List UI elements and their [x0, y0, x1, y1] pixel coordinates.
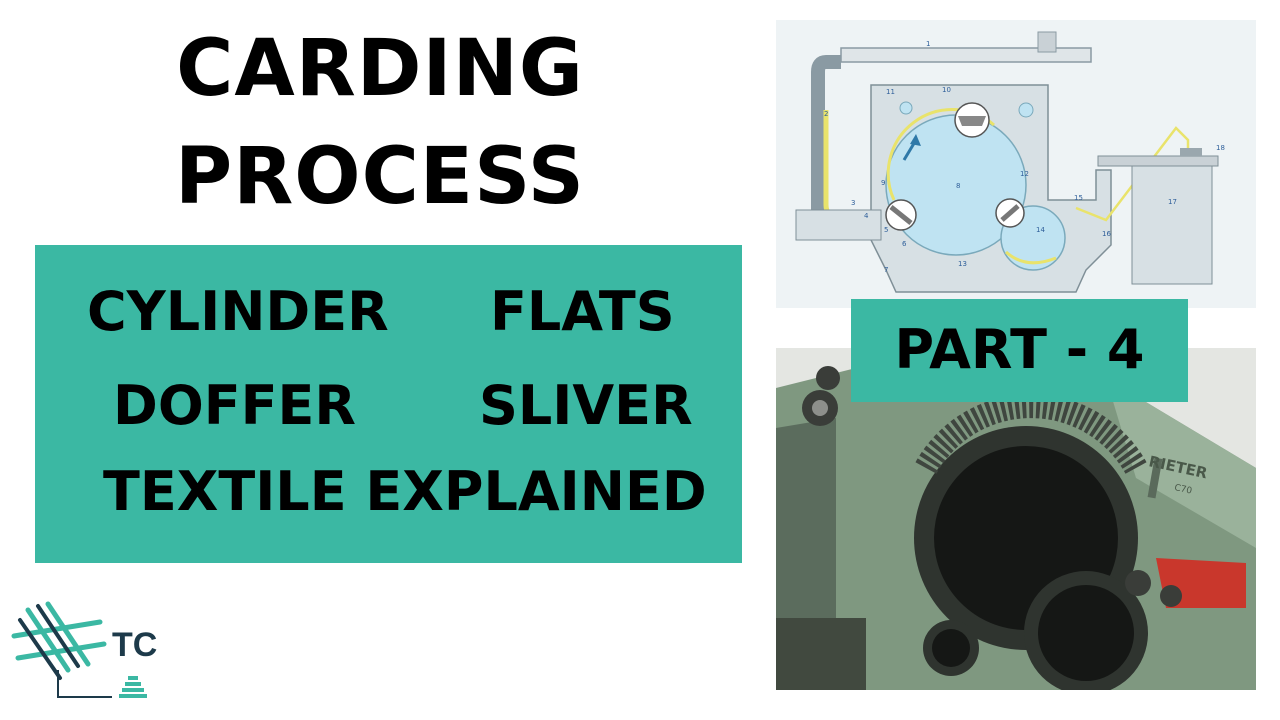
diagram-number: 3: [851, 199, 855, 207]
diagram-number: 2: [824, 110, 828, 118]
coiler-platform: [1097, 155, 1219, 167]
diagram-number: 18: [1216, 144, 1225, 152]
photo-roller-hub: [812, 400, 828, 416]
diagram-number: 15: [1074, 194, 1083, 202]
title-line-1: CARDING: [176, 24, 584, 114]
diagram-number: 11: [886, 88, 895, 96]
keyword-flats: FLATS: [490, 280, 675, 343]
feed-table: [795, 209, 882, 241]
keyword-textile-explained: TEXTILE EXPLAINED: [103, 460, 707, 523]
keyword-sliver: SLIVER: [479, 374, 693, 437]
part-label: PART - 4: [894, 318, 1145, 381]
logo-stack-icon: [119, 676, 147, 698]
cylinder-arrow-head: [910, 134, 921, 146]
machine-top-panel: [1106, 378, 1256, 548]
photo-brand-model: C70: [1173, 483, 1193, 497]
part-label-box: PART - 4: [851, 299, 1188, 402]
keywords-panel: CYLINDER FLATS DOFFER SLIVER TEXTILE EXP…: [35, 245, 742, 563]
channel-logo: TC: [8, 600, 158, 712]
diagram-number: 17: [1168, 198, 1177, 206]
panel-seam: [1147, 457, 1163, 499]
photo-doffer-inner: [1038, 585, 1134, 681]
diagram-number: 16: [1102, 230, 1111, 238]
keyword-cylinder: CYLINDER: [87, 280, 389, 343]
doffer-web: [1004, 250, 1057, 265]
diagram-number: 1: [926, 40, 930, 48]
logo-mark-icon: [11, 601, 147, 698]
title-line-2: PROCESS: [175, 132, 585, 222]
transfer-teeth: [1000, 204, 1020, 222]
photo-roller: [816, 366, 840, 390]
diagram-number: 12: [1020, 170, 1029, 178]
photo-roller: [1160, 585, 1182, 607]
diagram-number: 5: [884, 226, 888, 234]
diagram-number: 8: [956, 182, 960, 190]
diagram-number: 13: [958, 260, 967, 268]
logo-text: TC: [112, 626, 158, 664]
photo-roller: [1125, 570, 1151, 596]
diagram-number: 10: [942, 86, 951, 94]
photo-licker-in-inner: [932, 629, 970, 667]
flats-teeth: [958, 116, 986, 126]
licker-in-teeth: [889, 205, 913, 225]
coiler-head: [1180, 148, 1202, 156]
photo-base: [776, 618, 866, 690]
diagram-number: 14: [1036, 226, 1045, 234]
diagram-svg: 1 2 3 4 5 6 7 8 9 10 11 12 13 14 15 16 1…: [795, 31, 1225, 293]
top-roller-right: [1018, 102, 1034, 118]
diagram-number: 4: [864, 212, 869, 220]
duct-fan: [1037, 31, 1057, 53]
photo-svg: RIETER C70: [776, 348, 1256, 690]
diagram-number: 7: [884, 266, 888, 274]
carding-machine-diagram: 1 2 3 4 5 6 7 8 9 10 11 12 13 14 15 16 1…: [776, 20, 1256, 308]
diagram-number: 9: [881, 179, 885, 187]
sliver-can: [1131, 165, 1213, 285]
keyword-doffer: DOFFER: [113, 374, 356, 437]
photo-flats-chain: [915, 394, 1147, 474]
chute-fibre: [823, 110, 867, 228]
logo-corner-line: [57, 670, 112, 698]
diagram-number: 6: [902, 240, 907, 248]
sliver-path: [1075, 126, 1190, 222]
top-roller-left: [899, 101, 913, 115]
carding-machine-photo: RIETER C70: [776, 348, 1256, 690]
